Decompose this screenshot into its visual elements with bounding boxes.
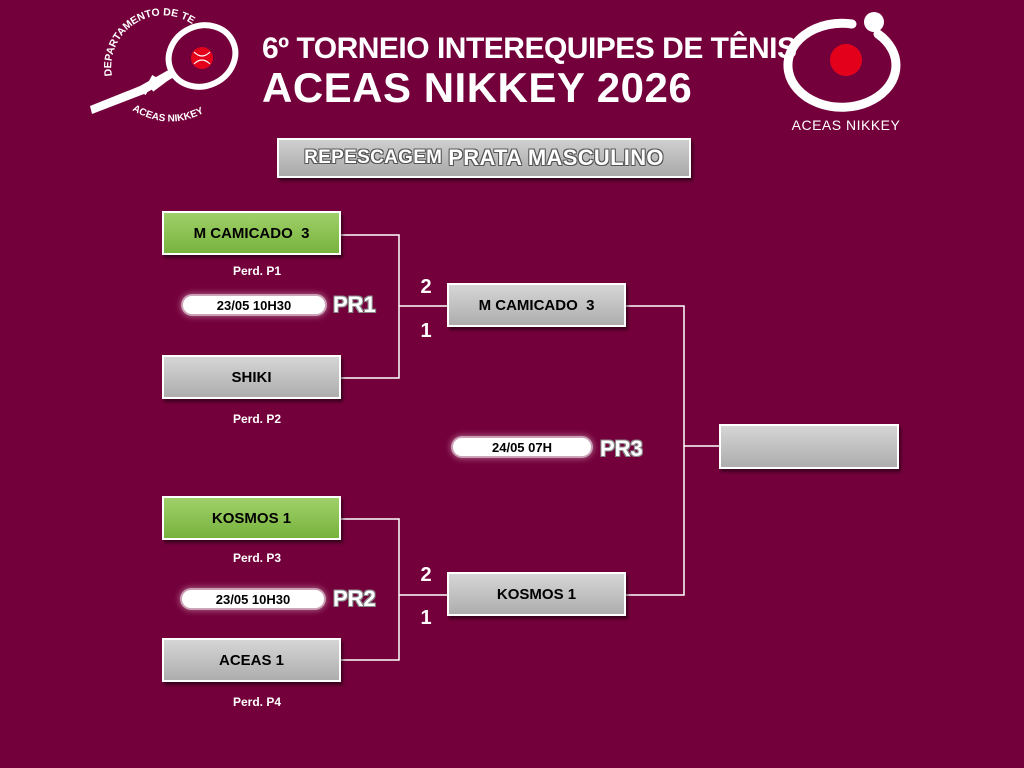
round2-box-top: M CAMICADO 3 [447, 283, 626, 327]
match-code-pr3: PR3 [600, 436, 643, 461]
match-code-pr2: PR2 [333, 586, 376, 611]
tennis-department-logo: DEPARTAMENTO DE TENIS ACEAS NIKKEY [84, 6, 239, 125]
banner-part2: PRATA MASCULINO [448, 145, 664, 170]
team-box-kosmos: KOSMOS 1 [162, 496, 341, 540]
bracket-line-pr2 [340, 518, 400, 661]
left-logo-bottom-text: ACEAS NIKKEY [131, 103, 206, 124]
red-circle-icon [830, 44, 862, 76]
round2-box-bottom: KOSMOS 1 [447, 572, 626, 616]
note-perd-p1: Perd. P1 [232, 264, 282, 278]
score-pr1-bottom: 1 [420, 320, 432, 342]
tournament-title: 6º TORNEIO INTEREQUIPES DE TÊNIS [262, 32, 797, 65]
category-banner: REPESCAGEM PRATA MASCULINO [277, 138, 691, 178]
aceas-nikkey-logo [783, 12, 901, 112]
right-logo-text: ACEAS NIKKEY [791, 117, 901, 133]
banner-part1: REPESCAGEM [304, 147, 443, 168]
left-logo-top-text: DEPARTAMENTO DE TENIS [84, 6, 197, 77]
note-perd-p2: Perd. P2 [232, 412, 282, 426]
note-perd-p3: Perd. P3 [232, 551, 282, 565]
team-box-aceas: ACEAS 1 [162, 638, 341, 682]
tennis-ball-icon [191, 47, 213, 69]
match-code-pr1: PR1 [333, 292, 376, 317]
tournament-subtitle: ACEAS NIKKEY 2026 [262, 64, 693, 111]
svg-text:ACEAS NIKKEY: ACEAS NIKKEY [131, 103, 206, 124]
schedule-pr1: 23/05 10H30 [183, 296, 325, 314]
note-perd-p4: Perd. P4 [232, 695, 282, 709]
schedule-pr3: 24/05 07H [453, 438, 591, 456]
bracket-line-pr3 [625, 305, 685, 596]
final-winner-box [719, 424, 899, 469]
schedule-pr2: 23/05 10H30 [182, 590, 324, 608]
team-box-m-camicado: M CAMICADO 3 [162, 211, 341, 255]
svg-text:DEPARTAMENTO DE TENIS: DEPARTAMENTO DE TENIS [84, 6, 197, 77]
score-pr1-top: 2 [420, 276, 432, 298]
score-pr2-top: 2 [420, 564, 432, 586]
score-pr2-bottom: 1 [420, 607, 432, 629]
team-box-shiki: SHIKI [162, 355, 341, 399]
